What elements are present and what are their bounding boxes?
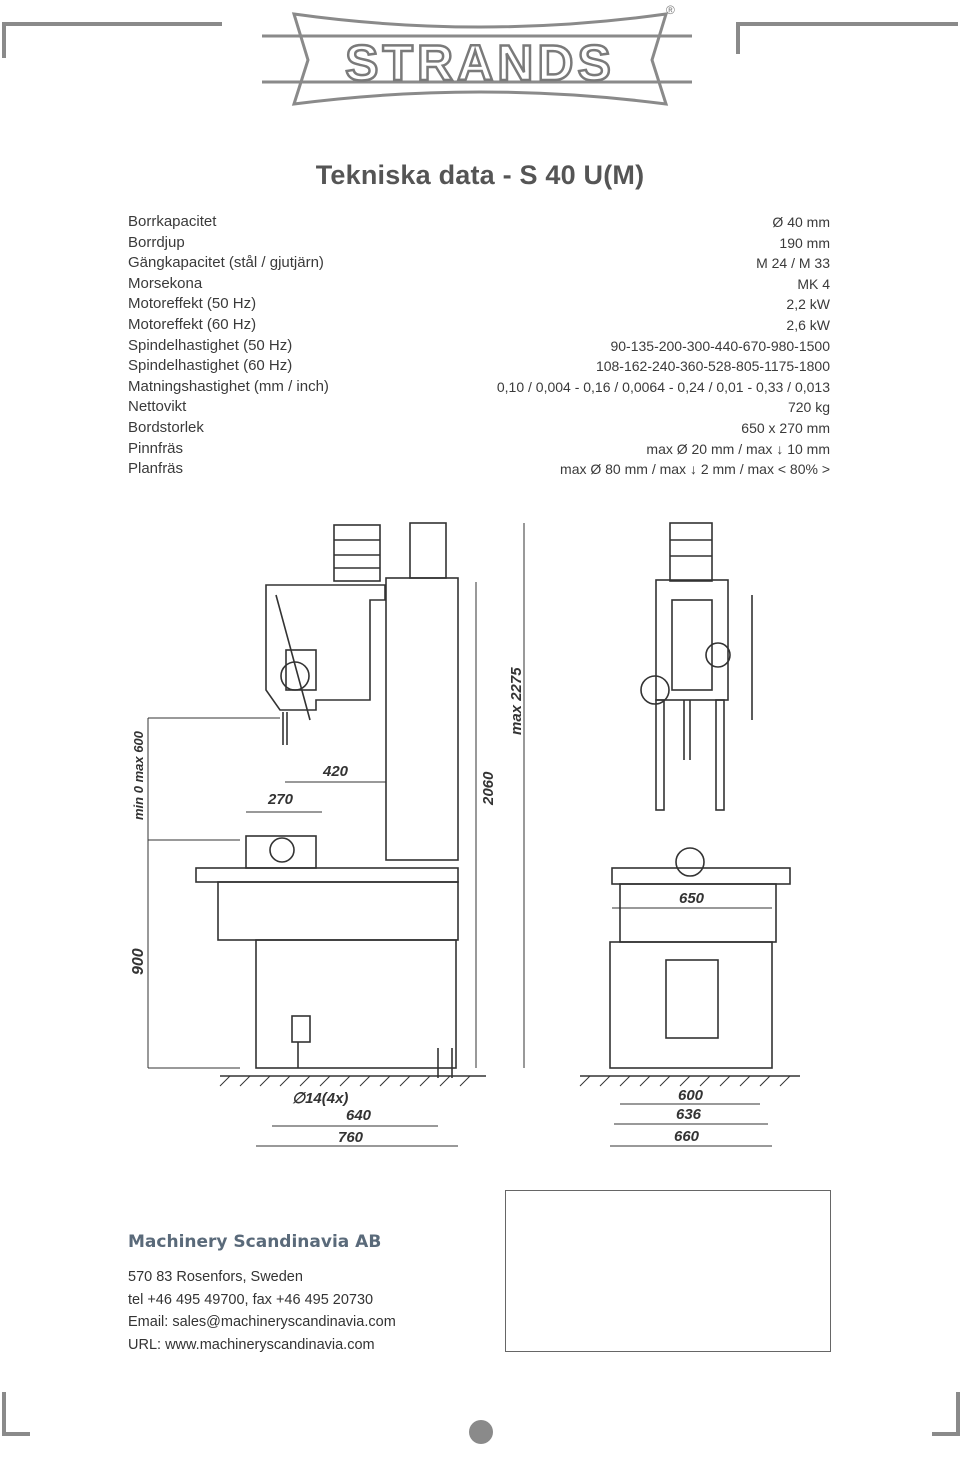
- spec-value: 90-135-200-300-440-670-980-1500: [610, 337, 830, 354]
- spec-value: 650 x 270 mm: [741, 419, 830, 436]
- spec-label: Planfräs: [128, 460, 184, 478]
- spec-value: M 24 / M 33: [756, 255, 830, 272]
- page-title: Tekniska data - S 40 U(M): [315, 160, 645, 190]
- dim-label-270: 270: [267, 791, 294, 808]
- spec-value: Ø 40 mm: [772, 214, 830, 230]
- dim-label-636: 636: [676, 1106, 702, 1123]
- spec-row: Spindelhastighet (60 Hz) 108-162-240-360-…: [128, 356, 830, 377]
- spec-label: Spindelhastighet (60 Hz): [128, 357, 293, 375]
- spec-label: Morsekona: [128, 274, 203, 292]
- spec-value: max Ø 80 mm / max ↓ 2 mm / max < 80% >: [560, 461, 830, 478]
- frame-edge-top-left: [2, 22, 222, 26]
- stamp-box: [505, 1190, 831, 1352]
- spec-label: Matningshastighet (mm / inch): [128, 377, 329, 395]
- spec-value: 2,6 kW: [786, 316, 830, 333]
- spec-label: Borrdjup: [128, 233, 185, 251]
- spec-row: Gängkapacitet (stål / gjutjärn) M 24 / M …: [128, 253, 830, 274]
- spec-row: Nettovikt 720 kg: [128, 397, 830, 418]
- spec-value: MK 4: [797, 275, 830, 292]
- spec-row: Borrkapacitet Ø 40 mm: [128, 212, 830, 233]
- contact-phone: tel +46 495 49700, fax +46 495 20730: [128, 1291, 374, 1308]
- base-side: [255, 939, 457, 1069]
- spec-row: Matningshastighet (mm / inch) 0,10 / 0,00…: [128, 377, 830, 398]
- contact-email[interactable]: Email: sales@machineryscandinavia.com: [128, 1314, 396, 1330]
- frame-corner-top-right: [738, 22, 958, 58]
- logo-text: STRANDS: [345, 35, 615, 91]
- spec-label: Gängkapacitet (stål / gjutjärn): [128, 254, 324, 272]
- spec-label: Spindelhastighet (50 Hz): [128, 336, 293, 354]
- spec-label: Bordstorlek: [128, 418, 204, 436]
- dim-label-650: 650: [679, 890, 705, 907]
- spec-value: 0,10 / 0,004 - 0,16 / 0,0064 - 0,24 / 0,…: [496, 378, 830, 395]
- registered-mark: ®: [666, 3, 675, 17]
- spec-label: Pinnfräs: [128, 439, 184, 457]
- dim-label-660: 660: [674, 1128, 700, 1145]
- motor-front: [669, 522, 713, 582]
- dim-label-900: 900: [130, 948, 147, 975]
- dim-label-420: 420: [322, 763, 349, 780]
- company-name: Machinery Scandinavia AB: [128, 1232, 382, 1252]
- spec-table: Borrkapacitet Ø 40 mm Borrdjup 190 mm Gängka…: [128, 212, 830, 480]
- dim-label-600: 600: [678, 1087, 704, 1104]
- column-side: [385, 577, 459, 861]
- spec-row: Motoreffekt (60 Hz) 2,6 kW: [128, 315, 830, 336]
- head-front: [655, 579, 729, 701]
- motor-side: [333, 524, 381, 582]
- strands-logo: STRANDS ®: [262, 3, 692, 106]
- dim-label-2275: max 2275: [508, 667, 525, 735]
- spec-row: Borrdjup 190 mm: [128, 233, 830, 254]
- frame-corner-top-left: [2, 22, 38, 58]
- dim-label-640: 640: [346, 1107, 372, 1124]
- contact-block: Machinery Scandinavia AB 570 83 Rosenfor…: [128, 1232, 508, 1356]
- machine-drawing: min 0 max 600 900 270 420 2060 max 2275 …: [130, 522, 800, 1147]
- frame-corner-top-right-edge: [736, 22, 740, 54]
- contact-url[interactable]: URL: www.machineryscandinavia.com: [128, 1336, 375, 1353]
- dim-label-holes: ∅14(4x): [292, 1090, 348, 1107]
- spec-label: Borrkapacitet: [128, 213, 217, 230]
- dim-label-min-max: min 0 max 600: [131, 730, 146, 820]
- spec-row: Morsekona MK 4: [128, 274, 830, 295]
- dim-label-760: 760: [338, 1129, 364, 1146]
- frame-corner-bottom-right: [932, 1392, 960, 1436]
- spec-value: 720 kg: [787, 399, 830, 416]
- spec-row: Pinnfräs max Ø 20 mm / max ↓ 10 mm: [128, 439, 830, 460]
- spec-value: max Ø 20 mm / max ↓ 10 mm: [646, 440, 830, 457]
- spec-value: 2,2 kW: [786, 296, 830, 313]
- spec-row: Bordstorlek 650 x 270 mm: [128, 418, 830, 439]
- spec-label: Motoreffekt (50 Hz): [128, 295, 257, 313]
- spec-label: Motoreffekt (60 Hz): [128, 315, 257, 333]
- contact-address: 570 83 Rosenfors, Sweden: [128, 1269, 303, 1285]
- dim-label-2060: 2060: [480, 771, 497, 806]
- spec-row: Planfräs max Ø 80 mm / max ↓ 2 mm / max <…: [128, 459, 830, 480]
- page-marker-dot: [469, 1420, 493, 1444]
- head-side: [265, 584, 386, 711]
- table-side: [195, 867, 459, 883]
- spec-row: Motoreffekt (50 Hz) 2,2 kW: [128, 294, 830, 315]
- column-top: [409, 522, 447, 579]
- spec-label: Nettovikt: [128, 398, 187, 416]
- spec-value: 108-162-240-360-528-805-1175-1800: [595, 358, 830, 375]
- spec-row: Spindelhastighet (50 Hz) 90-135-200-300-4…: [128, 336, 830, 357]
- saddle-side: [217, 881, 459, 941]
- base-front: [609, 941, 773, 1069]
- frame-corner-bottom-left: [2, 1392, 30, 1436]
- spec-value: 190 mm: [779, 234, 830, 251]
